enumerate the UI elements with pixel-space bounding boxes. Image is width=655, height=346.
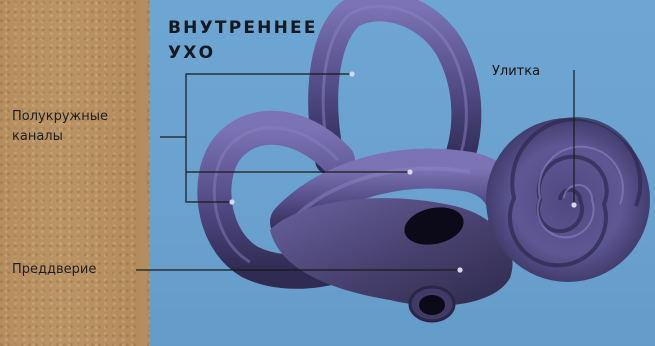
label-cochlea: Улитка	[492, 62, 540, 82]
title-line-1: ВНУТРЕННЕЕ	[168, 16, 318, 41]
label-semicircular-canals-line-1: Полукружные	[12, 107, 108, 127]
title-line-2: УХО	[168, 41, 318, 66]
label-semicircular-canals-line-2: каналы	[12, 127, 108, 147]
label-semicircular-canals: Полукружные каналы	[12, 107, 108, 147]
superior-canal	[323, 6, 466, 162]
page-title: ВНУТРЕННЕЕ УХО	[168, 16, 318, 66]
label-vestibule: Преддверие	[12, 260, 96, 280]
vestibule-body	[270, 198, 513, 306]
